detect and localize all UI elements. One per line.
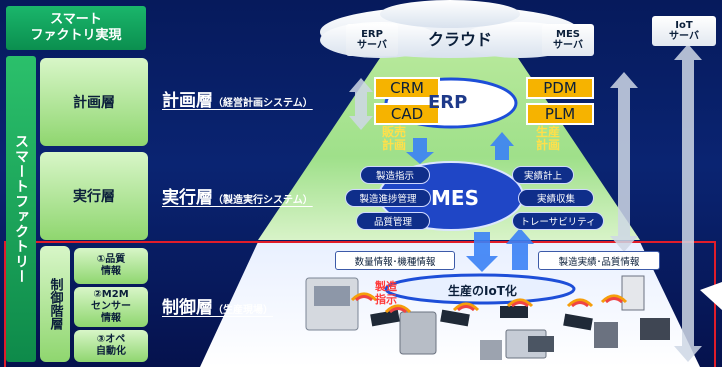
callout-result-info: 製造実績･品質情報	[538, 251, 660, 270]
crm-box: CRM	[374, 77, 440, 99]
red-separator	[4, 241, 716, 243]
vertical-label-text: スマートファクトリー	[13, 134, 29, 284]
production-plan-arrow	[490, 132, 514, 160]
erp-label: ERP	[428, 92, 468, 113]
pill-progress-management: 製造進捗管理	[345, 189, 431, 207]
down-arrow-control	[466, 232, 498, 272]
control-item-quality: ①品質 情報	[74, 248, 148, 284]
pill-production-order: 製造指示	[360, 166, 430, 184]
control-item-automation: ③オペ 自動化	[74, 330, 148, 362]
pyramid-control	[200, 242, 700, 367]
sales-plan-arrow	[406, 138, 434, 164]
mes-label: MES	[431, 186, 479, 210]
control-layer-label: 制御階層	[47, 278, 63, 330]
pill-result-collection: 実績収集	[518, 189, 594, 207]
control-item-m2m: ②M2M センサー 情報	[74, 287, 148, 327]
mes-server-tab: MES サーバ	[542, 24, 594, 56]
factory-machines	[305, 275, 670, 360]
sales-plan-tag: 販売 計画	[382, 125, 407, 152]
exec-title-main: 実行層	[162, 188, 213, 208]
pill-result-recording: 実績計上	[512, 166, 574, 184]
control-title-main: 制御層	[162, 298, 213, 318]
plm-box: PLM	[526, 103, 594, 125]
iot-ellipse	[384, 273, 576, 305]
smart-factory-title: スマート ファクトリ実現	[6, 6, 146, 50]
exec-layer-label: 実行層	[73, 189, 115, 205]
signal-icons	[350, 292, 628, 314]
control-layer-box: 制御階層	[40, 246, 70, 362]
exec-title-sub: （製造実行システム）	[213, 195, 313, 206]
pill-traceability: トレーサビリティ	[512, 212, 604, 230]
plan-double-arrow	[349, 78, 373, 130]
plan-layer-title: 計画層（経営計画システム）	[162, 86, 313, 111]
erp-double-arrow	[610, 72, 638, 252]
plan-layer-label: 計画層	[73, 95, 115, 111]
pointer-arrow	[700, 282, 722, 310]
control-title-sub: （生産現場）	[213, 305, 273, 316]
plan-layer-box: 計画層	[40, 58, 148, 146]
up-arrow-control	[506, 228, 534, 270]
erp-server-tab: ERP サーバ	[346, 24, 398, 56]
plan-title-main: 計画層	[162, 91, 213, 111]
iot-double-arrow	[674, 44, 702, 362]
production-order-label: 製造 指示	[375, 280, 397, 306]
control-layer-title: 制御層（生産現場）	[162, 293, 273, 318]
exec-layer-title: 実行層（製造実行システム）	[162, 183, 313, 208]
exec-layer-box: 実行層	[40, 152, 148, 240]
iot-server-tab: IoT サーバ	[652, 16, 716, 46]
cloud-label: クラウド	[428, 30, 493, 49]
plan-title-sub: （経営計画システム）	[213, 98, 313, 109]
production-plan-tag: 生産 計画	[536, 125, 561, 152]
cad-box: CAD	[374, 103, 440, 125]
iot-label: 生産のIoT化	[448, 284, 517, 298]
pdm-box: PDM	[526, 77, 594, 99]
callout-quantity-info: 数量情報･機種情報	[335, 251, 455, 270]
pill-quality-management: 品質管理	[356, 212, 430, 230]
smart-factory-vertical-label: スマートファクトリー	[6, 56, 36, 362]
